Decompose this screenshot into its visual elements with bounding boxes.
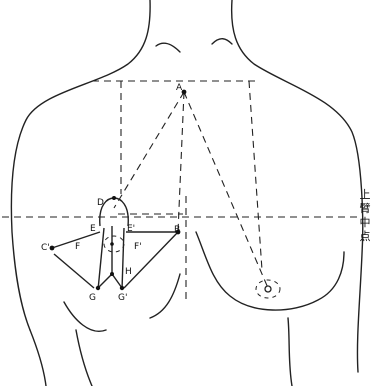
point-D (112, 196, 116, 200)
line-A-to-B (178, 92, 184, 232)
neck-left-outline (11, 0, 150, 330)
right-breast-meridian (249, 81, 262, 270)
line-A-to-D (114, 92, 184, 208)
H-triangle (98, 274, 122, 288)
side-label-char: 点 (360, 230, 371, 244)
keyhole-areola (100, 198, 129, 226)
pillar-left (98, 228, 104, 290)
side-label-char: 中 (360, 216, 371, 230)
neck-right-outline (232, 0, 363, 372)
upper-arm-midpoint-label: 上 臂 中 点 (358, 188, 372, 244)
old-areola (104, 236, 124, 252)
point-G (96, 286, 100, 290)
label-G: G (89, 293, 96, 303)
point-A (182, 90, 187, 95)
right-breast-contour (196, 232, 344, 310)
line-C-to-G (54, 254, 94, 288)
label-G-prime: G' (118, 293, 127, 303)
label-H: H (125, 267, 132, 277)
line-A-to-right-nipple (184, 92, 268, 288)
side-label-char: 臂 (360, 202, 371, 216)
line-B-to-G-prime (124, 232, 178, 288)
torso-lower-left (76, 330, 92, 386)
label-B: B (174, 225, 180, 235)
label-E: E (90, 224, 96, 234)
pillar-right (122, 228, 124, 290)
point-old-nipple (110, 242, 114, 246)
label-F-prime: F' (134, 242, 142, 252)
right-nipple (265, 286, 271, 292)
point-H (110, 272, 114, 276)
point-G-prime (120, 286, 124, 290)
side-label-char: 上 (360, 188, 371, 202)
clavicle-right (212, 39, 232, 44)
label-F: F (75, 242, 80, 252)
torso-lower-right (288, 318, 292, 386)
label-A: A (176, 83, 183, 93)
right-areola (256, 280, 280, 298)
point-C-prime (50, 246, 55, 251)
label-D: D (97, 198, 104, 208)
left-arm-contour (30, 330, 46, 386)
label-C-prime: C' (41, 243, 50, 253)
clavicle-left (156, 43, 180, 52)
label-E-prime: E' (127, 224, 135, 234)
